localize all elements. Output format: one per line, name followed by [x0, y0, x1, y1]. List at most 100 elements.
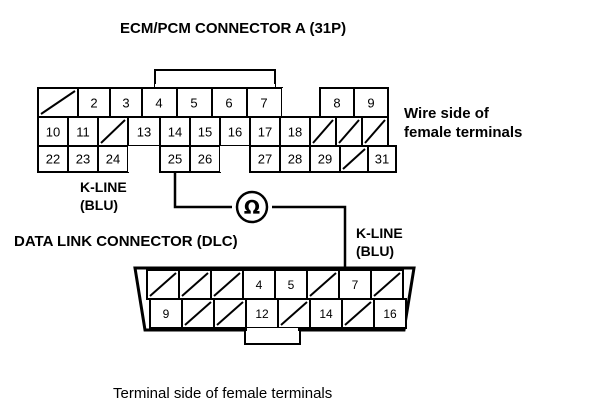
ecm-cell-5[interactable]: 5 — [176, 87, 213, 118]
dlc-cell-5[interactable]: 5 — [274, 269, 308, 300]
kline-left-line-2: (BLU) — [80, 197, 118, 213]
dlc-cell-label: 4 — [256, 278, 263, 292]
kline-left-line-1: K-LINE — [80, 179, 127, 195]
dlc-cell-14[interactable]: 14 — [309, 298, 343, 329]
ecm-row-2: 10 11 13 14 15 — [37, 116, 389, 147]
ecm-cell-2[interactable]: 2 — [77, 87, 111, 118]
ecm-cell-4[interactable]: 4 — [141, 87, 178, 118]
kline-left-label: K-LINE (BLU) — [80, 179, 127, 213]
ecm-cell-31[interactable]: 31 — [367, 145, 397, 173]
ecm-cell-label: 7 — [260, 95, 267, 110]
ecm-row-1: 2 3 4 5 6 — [37, 87, 389, 118]
ecm-cell-27[interactable]: 27 — [249, 145, 281, 173]
kline-right-line-2: (BLU) — [356, 243, 394, 259]
ecm-cell-8[interactable]: 8 — [319, 87, 355, 118]
dlc-cell-blank-8[interactable] — [370, 269, 404, 300]
ecm-cell-23[interactable]: 23 — [67, 145, 99, 173]
ecm-cell-11[interactable]: 11 — [67, 116, 99, 147]
dlc-cell-7[interactable]: 7 — [338, 269, 372, 300]
ecm-cell-label: 14 — [168, 124, 182, 139]
dlc-cell-blank-6[interactable] — [306, 269, 340, 300]
ecm-cell-14[interactable]: 14 — [159, 116, 191, 147]
ecm-cell-17[interactable]: 17 — [249, 116, 281, 147]
ecm-cell-label: 6 — [225, 95, 232, 110]
ecm-row3-gap-1 — [128, 146, 160, 172]
ecm-cell-label: 28 — [288, 151, 302, 166]
ecm-cell-blank-30[interactable] — [339, 145, 369, 173]
ecm-cell-blank-20[interactable] — [335, 116, 363, 147]
dlc-cell-label: 5 — [288, 278, 295, 292]
ecm-cell-7[interactable]: 7 — [246, 87, 283, 118]
ecm-cell-3[interactable]: 3 — [109, 87, 143, 118]
ecm-cell-label: 4 — [155, 95, 162, 110]
ecm-cell-label: 8 — [333, 95, 340, 110]
ecm-cell-9[interactable]: 9 — [353, 87, 389, 118]
ecm-cell-6[interactable]: 6 — [211, 87, 248, 118]
ecm-cell-label: 26 — [198, 151, 212, 166]
dlc-connector: 4 5 7 9 — [133, 266, 416, 345]
ecm-cell-blank-12[interactable] — [97, 116, 129, 147]
ecm-cell-label: 18 — [288, 124, 302, 139]
ecm-cell-label: 2 — [90, 95, 97, 110]
ecm-cell-label: 15 — [198, 124, 212, 139]
ecm-cell-label: 24 — [106, 151, 120, 166]
dlc-cell-blank-13[interactable] — [277, 298, 311, 329]
ecm-connector-grid: 2 3 4 5 6 — [37, 87, 397, 173]
wire-meter-to-dlc — [272, 205, 347, 268]
ecm-cell-label: 22 — [46, 151, 60, 166]
ecm-cell-10[interactable]: 10 — [37, 116, 69, 147]
ecm-cell-15[interactable]: 15 — [189, 116, 221, 147]
ecm-cell-label: 27 — [258, 151, 272, 166]
ecm-cell-16[interactable]: 16 — [219, 116, 251, 147]
diagram-title: ECM/PCM CONNECTOR A (31P) — [120, 20, 346, 37]
wire-side-label: Wire side of female terminals — [404, 105, 522, 141]
ecm-cell-label: 3 — [122, 95, 129, 110]
ecm-cell-label: 5 — [190, 95, 197, 110]
ecm-cell-label: 17 — [258, 124, 272, 139]
dlc-row-1: 4 5 7 — [146, 269, 404, 300]
bottom-caption: Terminal side of female terminals — [113, 385, 332, 402]
ecm-row-3: 22 23 24 25 26 — [37, 145, 397, 173]
dlc-row-2: 9 12 14 — [149, 298, 407, 329]
ecm-cell-label: 25 — [168, 151, 182, 166]
dlc-cell-blank-1[interactable] — [146, 269, 180, 300]
ecm-cell-blank-19[interactable] — [309, 116, 337, 147]
ecm-cell-29[interactable]: 29 — [309, 145, 341, 173]
dlc-cell-label: 9 — [163, 307, 170, 321]
ecm-cell-28[interactable]: 28 — [279, 145, 311, 173]
ecm-cell-22[interactable]: 22 — [37, 145, 69, 173]
dlc-cell-4[interactable]: 4 — [242, 269, 276, 300]
ecm-cell-blank-21[interactable] — [361, 116, 389, 147]
dlc-cell-label: 14 — [319, 307, 333, 321]
dlc-cell-label: 16 — [383, 307, 397, 321]
ecm-cell-label: 13 — [137, 124, 151, 139]
ecm-row1-gap — [282, 88, 320, 117]
dlc-title: DATA LINK CONNECTOR (DLC) — [14, 233, 238, 250]
ecm-cell-18[interactable]: 18 — [279, 116, 311, 147]
dlc-cell-blank-11[interactable] — [213, 298, 247, 329]
dlc-cell-blank-2[interactable] — [178, 269, 212, 300]
ecm-cell-label: 10 — [46, 124, 60, 139]
ecm-row3-gap-2 — [220, 146, 250, 172]
kline-right-line-1: K-LINE — [356, 225, 403, 241]
dlc-cell-blank-10[interactable] — [181, 298, 215, 329]
ecm-cell-13[interactable]: 13 — [127, 116, 161, 147]
ecm-cell-25[interactable]: 25 — [159, 145, 191, 173]
dlc-cell-label: 12 — [255, 307, 269, 321]
ecm-cell-blank-1[interactable] — [37, 87, 79, 118]
dlc-cell-blank-3[interactable] — [210, 269, 244, 300]
ohm-symbol: Ω — [244, 197, 260, 219]
ecm-cell-26[interactable]: 26 — [189, 145, 221, 173]
dlc-cell-blank-15[interactable] — [341, 298, 375, 329]
dlc-cell-16[interactable]: 16 — [373, 298, 407, 329]
ecm-cell-24[interactable]: 24 — [97, 145, 129, 173]
ohmmeter-icon: Ω — [235, 190, 269, 224]
dlc-cell-9[interactable]: 9 — [149, 298, 183, 329]
dlc-bottom-tab — [244, 328, 301, 345]
kline-right-label: K-LINE (BLU) — [356, 225, 403, 259]
dlc-cell-12[interactable]: 12 — [245, 298, 279, 329]
dlc-cell-label: 7 — [352, 278, 359, 292]
test-lead-wiring — [173, 172, 347, 268]
